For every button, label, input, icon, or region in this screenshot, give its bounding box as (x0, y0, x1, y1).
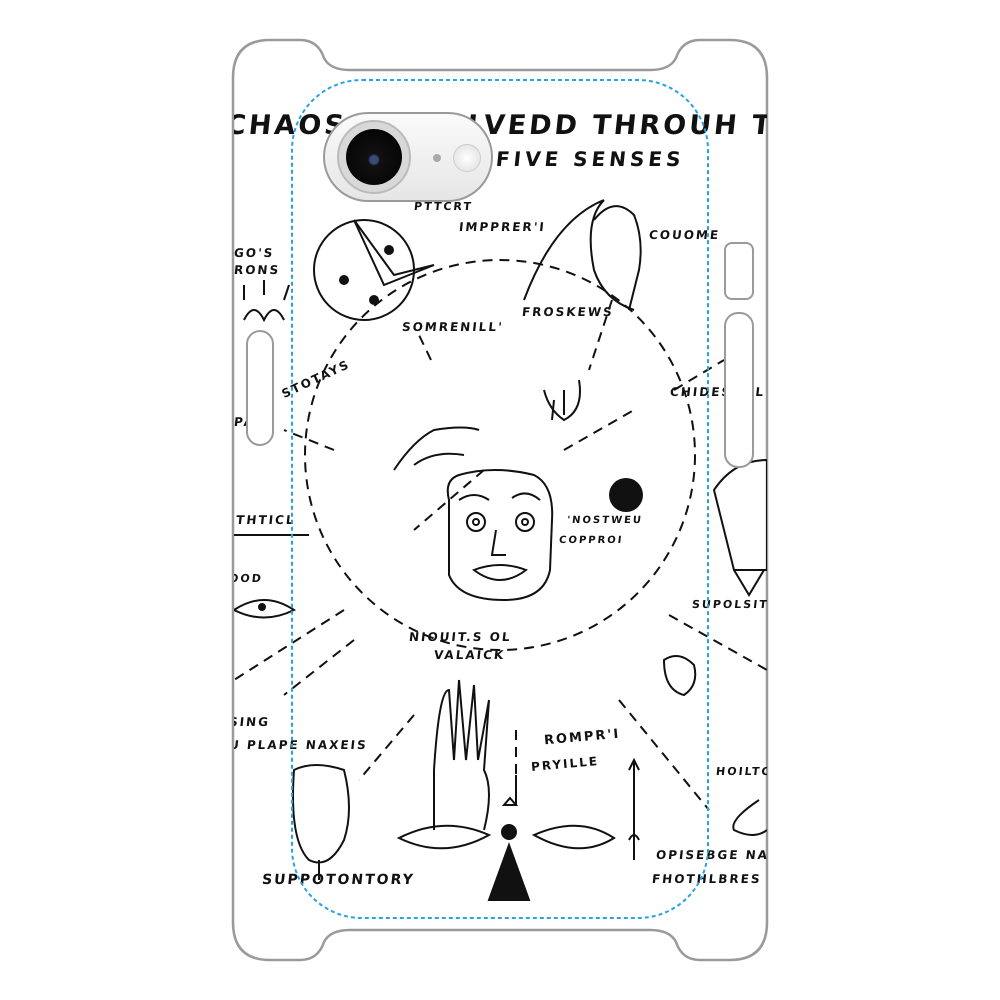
label: OTHTICL (234, 513, 297, 527)
central-face (446, 469, 554, 602)
star-flower (628, 757, 640, 860)
label: FROSKEWS (521, 305, 615, 319)
sun-rays (243, 280, 290, 323)
camera-lens-icon (337, 120, 411, 194)
camera-module (323, 112, 493, 202)
hand-top (393, 426, 480, 471)
left-button-cutout (246, 330, 274, 446)
dashed-circle (304, 259, 696, 651)
label: VALAICK (433, 648, 507, 662)
right-button-cutout-top (724, 242, 754, 300)
black-dot (609, 478, 643, 512)
moon-disc (313, 219, 435, 321)
artwork: CHAOS OF SOLVEDD THROUH THE FIVE SENSES … (234, 70, 767, 930)
label: GO'S (234, 246, 276, 260)
right-button-cutout-bottom (724, 312, 754, 468)
right-eye (732, 799, 767, 836)
label: 'NOSTWEU (566, 515, 644, 526)
illustration (234, 199, 767, 901)
label: FHOTHLBRES A (651, 872, 767, 886)
microphone-icon (433, 154, 441, 162)
hand-raised (543, 379, 581, 422)
woman-face (292, 764, 350, 880)
woman-profile (523, 199, 642, 311)
glove-shape (712, 458, 767, 597)
label: COUOME (648, 228, 721, 242)
held-object (662, 655, 697, 697)
label: HOILTC (715, 765, 767, 778)
label: U PLAPE NAXEIS (234, 738, 369, 752)
label: OPISEBGE NAN (655, 848, 767, 862)
label: NIOUIT.S OL (408, 630, 513, 644)
artwork-title: CHAOS OF SOLVEDD THROUH THE (234, 110, 767, 141)
eyes-third-eye (396, 775, 616, 901)
label: RONS (234, 263, 281, 277)
label: COPPROI (558, 535, 624, 546)
label: OOD (234, 572, 264, 585)
artwork-subtitle: FIVE SENSES (494, 147, 686, 171)
hand-bottom (433, 679, 490, 831)
label: IMPPRER'I (458, 220, 547, 234)
label: SING (234, 715, 271, 729)
label: SOMRENILL' (401, 320, 505, 334)
label: SUPPOTONTORY (261, 872, 416, 888)
flash-icon (453, 144, 481, 172)
label: SUPOLSITE (691, 598, 767, 611)
